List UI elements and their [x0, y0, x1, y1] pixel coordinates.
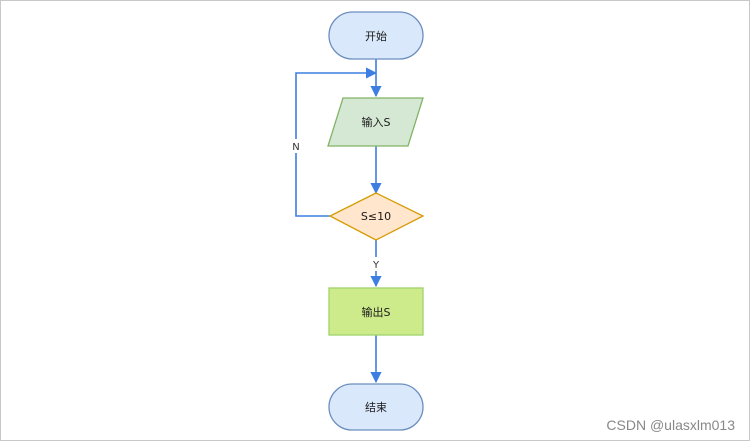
node-start-label: 开始 [365, 29, 387, 43]
node-start: 开始 [328, 11, 424, 60]
node-decision-label: S≤10 [361, 210, 391, 223]
edge-label-no: N [292, 142, 299, 153]
node-decision: S≤10 [328, 192, 425, 241]
node-end: 结束 [328, 383, 424, 431]
node-input-label: 输入S [362, 115, 391, 129]
node-output-label: 输出S [362, 305, 391, 319]
edge-label-yes: Y [372, 260, 380, 271]
watermark-text: CSDN @ulasxlm013 [606, 417, 735, 433]
node-end-label: 结束 [365, 401, 387, 414]
node-input: 输入S [327, 97, 424, 147]
node-output: 输出S [328, 287, 424, 336]
